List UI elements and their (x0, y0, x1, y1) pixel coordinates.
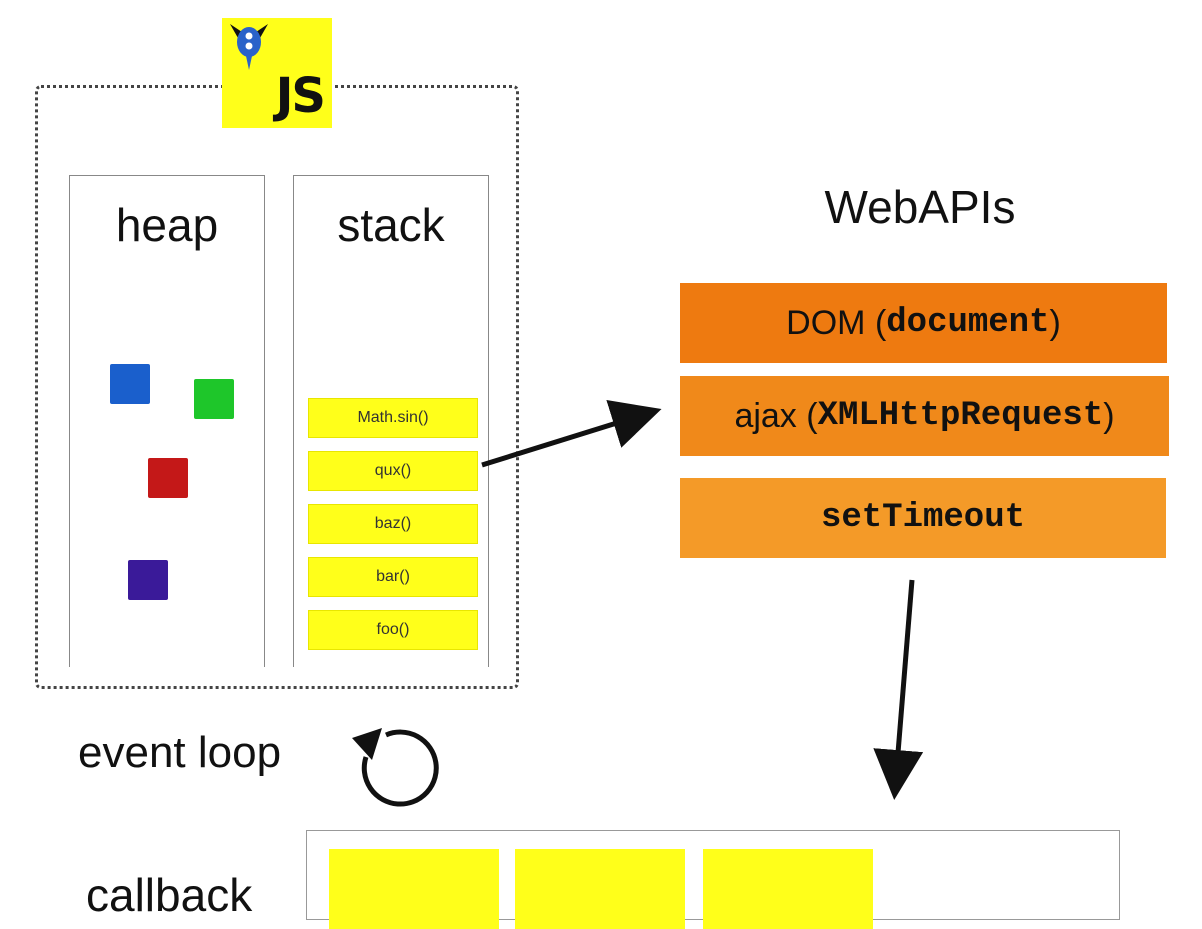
webapi-dom-label: DOM ( (786, 303, 887, 342)
callback-queue (306, 830, 1120, 929)
heap-object (194, 379, 234, 419)
stack-column: stack Math.sin() qux() baz() bar() foo() (293, 175, 489, 667)
js-logo-text: JS (275, 68, 326, 124)
stack-frame: foo() (308, 610, 478, 650)
event-loop-label: event loop (78, 728, 282, 777)
webapi-ajax-label: ajax ( (734, 396, 818, 435)
js-mascot-icon (230, 24, 268, 70)
webapis-title: WebAPIs (824, 181, 1016, 233)
event-loop-icon (352, 728, 439, 807)
callback-message (329, 849, 499, 929)
webapi-ajax-tail: ) (1103, 396, 1115, 435)
webapi-dom: DOM (document) (680, 283, 1167, 363)
stack-frame: Math.sin() (308, 398, 478, 438)
webapi-settimeout-code: setTimeout (820, 499, 1026, 537)
heap-object (110, 364, 150, 404)
webapi-ajax: ajax (XMLHttpRequest) (680, 376, 1169, 456)
heap-column: heap (69, 175, 265, 667)
js-logo: JS (222, 18, 332, 128)
stack-frame: qux() (308, 451, 478, 491)
stack-frame: bar() (308, 557, 478, 597)
webapi-dom-code: document (886, 304, 1050, 342)
callback-label: callback (86, 869, 253, 921)
callback-message (515, 849, 685, 929)
stack-title: stack (337, 199, 445, 251)
heap-object (128, 560, 168, 600)
heap-object (148, 458, 188, 498)
stack-frame: baz() (308, 504, 478, 544)
callback-message (703, 849, 873, 929)
webapi-dom-tail: ) (1049, 303, 1061, 342)
webapi-settimeout: setTimeout (680, 478, 1166, 558)
webapi-to-callback-arrow (873, 579, 924, 800)
webapi-ajax-code: XMLHttpRequest (817, 397, 1104, 435)
heap-title: heap (115, 199, 219, 251)
